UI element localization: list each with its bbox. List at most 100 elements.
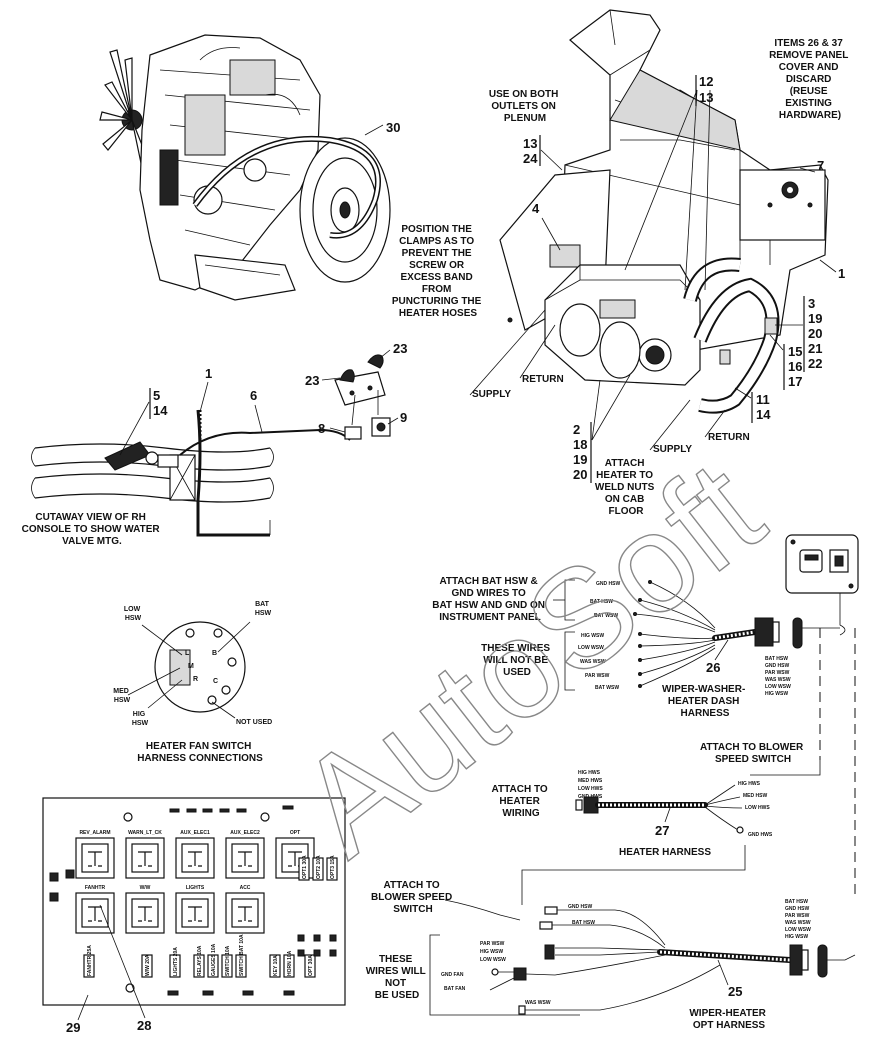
callout-12: 12 [699, 74, 713, 89]
callout-22: 22 [808, 356, 822, 371]
fuse-body [283, 954, 295, 978]
fuse-label: GAUGES 10A [211, 943, 217, 976]
note-items-26-37: ITEMS 26 & 37 REMOVE PANEL COVER AND DIS… [769, 38, 851, 121]
relay-bottom-0: FANHTR [75, 885, 115, 934]
harness-25: ATTACH TO BLOWER SPEED SWITCH THESE WIRE… [366, 880, 856, 1031]
callout-19-b: 19 [573, 452, 587, 467]
wire-27-med: MED HSW [743, 793, 767, 799]
wire-26-bat-wsw: BAT WSW [594, 613, 618, 619]
fuse-label: RELAYS 10A [197, 945, 203, 976]
plenum-assembly: 7 1 4 12 13 13 24 3 19 20 [469, 9, 845, 483]
fuse-label: FANHTR 25A [87, 945, 93, 976]
relay-top-3: AUX_ELEC2 [225, 830, 265, 879]
callout-29: 29 [66, 1020, 80, 1035]
fuse-body [193, 954, 205, 978]
fuse-label: OPT 30A [308, 955, 314, 976]
fuse-label: W/W 20A [145, 954, 151, 976]
relay-top-0: REV_ALARM [75, 830, 115, 879]
callout-2: 2 [573, 422, 580, 437]
callout-17: 17 [788, 374, 802, 389]
relay-pins [188, 851, 202, 867]
callout-16: 16 [788, 359, 802, 374]
relay-inner [231, 898, 259, 928]
callout-30: 30 [386, 120, 400, 135]
label-return-left: RETURN [522, 374, 564, 385]
callout-27: 27 [655, 823, 669, 838]
callout-9: 9 [400, 410, 407, 425]
callout-20-b: 20 [573, 467, 587, 482]
wire-27-hig: HIG HWS [738, 781, 761, 787]
relay-inner [81, 843, 109, 873]
pin-l: L [185, 650, 190, 657]
engine-assembly: 30 [99, 34, 400, 301]
wire-25-bat-hsw: BAT HSW [572, 920, 595, 926]
fan-switch-diagram: L B M R C LOW HSW BAT HSW MED HSW HIG HS… [113, 601, 272, 764]
wire-26-bat-hsw: BAT HSW [590, 599, 613, 605]
fuse-side-1: OPT2 10A [312, 855, 324, 881]
relay-pins [188, 906, 202, 922]
caption-harness-26: WIPER-WASHER- HEATER DASH HARNESS [662, 684, 748, 719]
wire-26-par-wsw: PAR WSW [585, 673, 610, 679]
label-low-hsw: LOW HSW [124, 606, 142, 622]
fuse-label: OPT3 15A [330, 855, 336, 879]
fuse-body [169, 954, 181, 978]
callout-25: 25 [728, 984, 742, 999]
callout-13-left: 13 [523, 136, 537, 151]
callout-23-left: 23 [305, 373, 319, 388]
caption-harness-25: WIPER-HEATER OPT HARNESS [689, 1008, 768, 1031]
relay-label: AUX_ELEC1 [180, 830, 210, 836]
fuse-body [207, 954, 219, 978]
connector-26-wires: BAT HSW GND HSW PAR WSW WAS WSW LOW WSW … [765, 656, 792, 697]
fuse-body [235, 954, 247, 978]
wire-27-low: LOW HWS [745, 805, 770, 811]
note-use-on-both: USE ON BOTH OUTLETS ON PLENUM [489, 89, 561, 124]
fuse-body [83, 954, 95, 978]
callout-4: 4 [532, 201, 540, 216]
callout-20-a: 20 [808, 326, 822, 341]
label-not-used: NOT USED [236, 719, 272, 726]
caption-harness-27: HEATER HARNESS [619, 847, 711, 858]
label-return-right: RETURN [708, 432, 750, 443]
note-attach-blower-25: ATTACH TO BLOWER SPEED SWITCH [371, 880, 455, 915]
console-cutaway: 6 1 5 14 8 9 23 23 CUTAWAY VIEW OF RH CO… [22, 341, 408, 547]
fuse-group: FANHTR 25A W/W 20A LIGHTS 20A RELAYS 10A GAU… [83, 855, 338, 978]
fuse-body [326, 857, 338, 881]
fuse-label: LIGHTS 20A [173, 947, 179, 976]
harness-27: ATTACH TO BLOWER SPEED SWITCH ATTACH TO … [492, 742, 821, 905]
relay-inner [131, 843, 159, 873]
fuse-body [141, 954, 153, 978]
callout-7: 7 [817, 158, 824, 173]
note-not-used-25: THESE WIRES WILL NOT BE USED [366, 954, 429, 1001]
callout-6: 6 [250, 388, 257, 403]
relay-pins [238, 851, 252, 867]
callout-24: 24 [523, 151, 538, 166]
wire-25-gnd-hsw: GND HSW [568, 904, 592, 910]
label-hig-hsw: HIG HSW [132, 711, 149, 727]
wire-26-bat-wsw-2: BAT WSW [595, 685, 619, 691]
wire-25-left: PAR WSW HIG WSW LOW WSW [480, 941, 506, 963]
callout-23-right: 23 [393, 341, 407, 356]
connector-25-wires: BAT HSW GND HSW PAR WSW WAS WSW LOW WSW … [785, 899, 812, 940]
pin-c: C [213, 678, 218, 685]
pin-r: R [193, 676, 198, 683]
callout-19-a: 19 [808, 311, 822, 326]
wire-27-gnd: GND HWS [748, 832, 773, 838]
fuse-bottom-3: RELAYS 10A [193, 945, 205, 978]
wire-25-gnd-fan: GND FAN [441, 972, 464, 978]
relay-label: W/W [140, 885, 151, 891]
relay-pins [88, 906, 102, 922]
relay-label: WARN_LT_CK [128, 830, 162, 836]
relay-bottom-1: W/W [125, 885, 165, 934]
fuse-body [269, 954, 281, 978]
fan-switch-body [154, 621, 246, 713]
plenum-notes: USE ON BOTH OUTLETS ON PLENUM ITEMS 26 &… [392, 38, 851, 517]
fuse-bottom-4: GAUGES 10A [207, 943, 219, 978]
fuse-side-2: OPT3 15A [326, 855, 338, 881]
fuse-bottom-6: SWITCH BAT 10A [235, 934, 247, 978]
note-attach-heater-wiring: ATTACH TO HEATER WIRING [492, 784, 551, 819]
callout-14-plenum: 14 [756, 407, 771, 422]
fuse-bottom-1: W/W 20A [141, 954, 153, 978]
note-not-used-26: THESE WIRES WILL NOT BE USED [481, 643, 553, 678]
relay-label: OPT [290, 830, 300, 836]
